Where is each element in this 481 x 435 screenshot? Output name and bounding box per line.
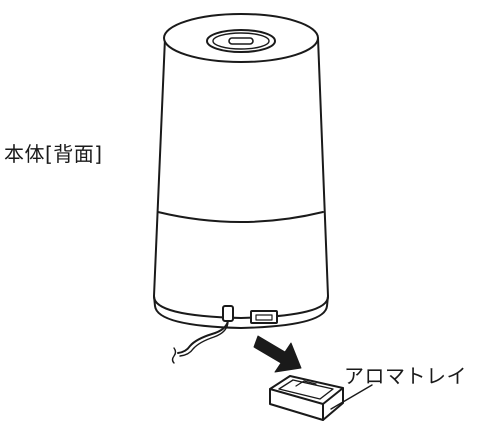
tray-leader-line (330, 384, 373, 410)
power-cord (171, 305, 234, 364)
diffuser-body (152, 13, 330, 319)
mist-outlet (206, 29, 276, 53)
diffuser-base (153, 295, 329, 329)
aroma-tray-label: アロマトレイ (344, 364, 467, 388)
aroma-tray (269, 375, 344, 421)
aroma-tray-slot (250, 310, 278, 324)
body-back-label: 本体[背面] (4, 142, 103, 166)
removal-arrow (253, 335, 302, 373)
